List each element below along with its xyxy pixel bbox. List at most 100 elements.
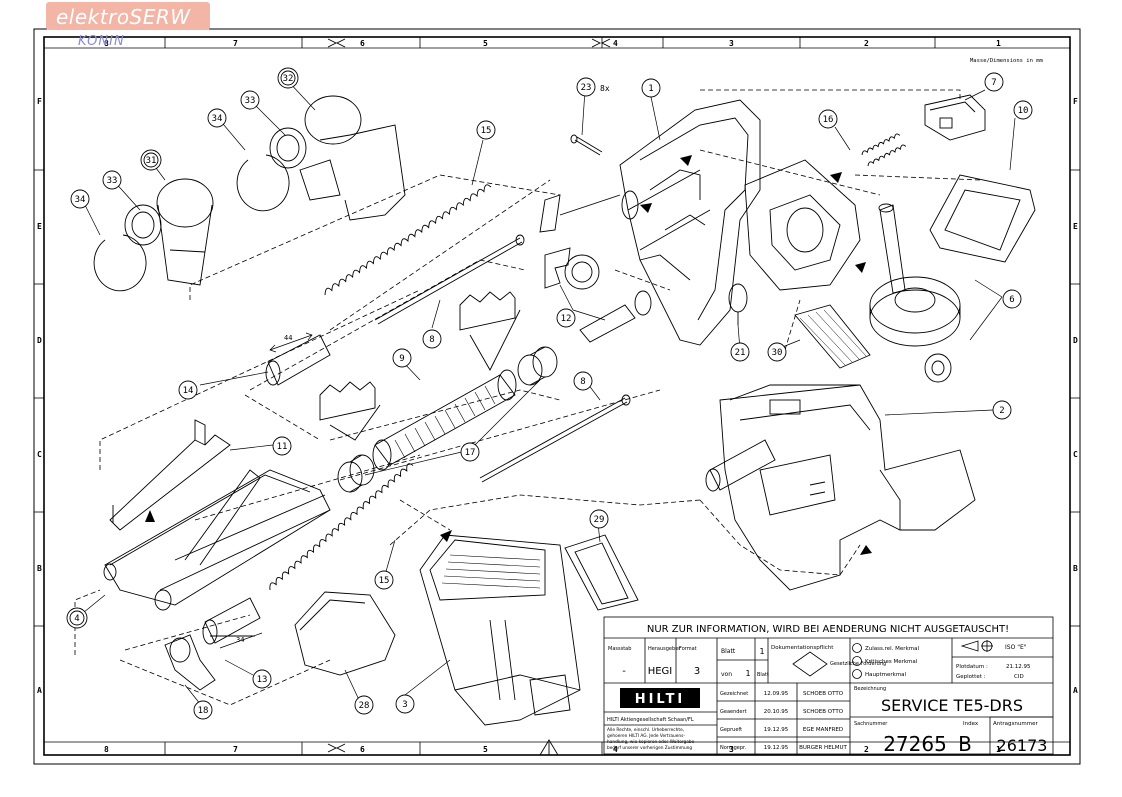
col-label-top: 3 [729, 39, 734, 48]
callout-number: 16 [823, 115, 834, 125]
callout-number: 12 [561, 314, 572, 324]
part-bushing [337, 346, 558, 493]
row-label-left: C [37, 450, 42, 459]
plotdatum-label: Plotdatum : [956, 664, 988, 670]
von-label: von [721, 671, 732, 678]
row-label-right: C [1073, 450, 1078, 459]
part-rod-lower [479, 394, 631, 483]
row-label-right: B [1073, 564, 1078, 573]
row-label-left: A [37, 686, 42, 695]
drawing-frame [33, 28, 1081, 765]
callout-number: 18 [198, 706, 209, 716]
part-clamp [164, 634, 216, 691]
col-label-bottom: 7 [233, 745, 238, 754]
callout-number: 1 [648, 84, 653, 94]
callout-number: 3 [402, 700, 407, 710]
row-label-right: E [1073, 222, 1078, 231]
part-collector-box [419, 534, 581, 726]
approval-label: Geaendert [720, 709, 747, 715]
plotdatum-value: 21.12.95 [1006, 664, 1031, 670]
part-fan-wheel [869, 203, 961, 383]
col-label-bottom: 2 [864, 745, 869, 754]
part-annotations: 8x 44 34 [236, 84, 610, 644]
part-housing [619, 99, 761, 346]
col-label-top: 6 [360, 39, 365, 48]
callout-numbers: 1 2 3 4 6 7 8 8 9 10 11 12 13 14 15 15 1… [74, 74, 1028, 716]
part-filter-frame [564, 534, 639, 611]
blatt-value: 1 [759, 647, 764, 656]
sachnummer-label: Sachnummer [854, 721, 888, 727]
iso-label: ISO "E" [1005, 644, 1027, 651]
callout-number: 4 [74, 614, 79, 624]
drawing-title: SERVICE TE5-DRS [881, 696, 1023, 715]
title-block: HILTI NUR ZUR INFORMATION, WIRD BEI AEND… [603, 616, 1054, 756]
units-note: Masse/Dimensions in mm [970, 58, 1044, 64]
callout-number: 34 [212, 114, 223, 124]
callout-number: 17 [465, 448, 476, 458]
col-label-top: 1 [996, 39, 1001, 48]
part-seal-profile [319, 291, 521, 441]
format-value: 3 [694, 666, 700, 677]
row-label-left: D [37, 336, 42, 345]
rights-line: handlung, wie kopieren oder Weitergabe [607, 739, 695, 745]
grid-labels: 8 7 6 5 4 3 2 1 8 7 6 5 4 3 2 1 F E D C … [37, 39, 1078, 754]
index-label: Index [963, 721, 979, 727]
parts-artwork [74, 89, 1036, 726]
part-base-rail [103, 419, 331, 611]
watermark-logo: elektroSERW [46, 2, 210, 30]
row-label-right: A [1073, 686, 1078, 695]
kritisch-label: Kritisches Merkmal [865, 659, 918, 665]
part-frame [929, 174, 1036, 263]
callout-number: 33 [107, 176, 118, 186]
part-lid [294, 591, 396, 676]
part-spring-lower [269, 463, 414, 591]
rights-line: gehoeren HILTI AG. Jede Vertrauens- [607, 733, 685, 739]
part-switch [924, 94, 986, 141]
col-label-top: 8 [104, 39, 109, 48]
index-value: B [958, 732, 972, 756]
dok-label: Dokumentationspflicht [771, 645, 834, 651]
callout-number: 15 [379, 576, 390, 586]
col-label-bottom: 4 [613, 745, 618, 754]
dimension-label: 34 [236, 636, 244, 644]
callout-number: 11 [277, 442, 288, 452]
part-small-spring [861, 133, 907, 167]
rights-line: Alle Rechte, einschl. Urheberrechte, [607, 727, 684, 733]
col-label-bottom: 8 [104, 745, 109, 754]
col-label-bottom: 5 [483, 745, 488, 754]
dimension-marks [219, 332, 313, 649]
row-label-left: E [37, 222, 42, 231]
watermark-title: elektroSERW [56, 5, 191, 29]
info-notice: NUR ZUR INFORMATION, WIRD BEI AENDERUNG … [647, 624, 1009, 635]
part-cover [744, 159, 861, 291]
hilti-logo-text: HILTI [635, 692, 686, 707]
part-spring-upper [324, 184, 492, 296]
geplottet-label: Geplottet : [956, 674, 986, 680]
geplottet-value: CID [1014, 674, 1024, 680]
part-dust-container [705, 384, 976, 591]
approval-date: 12.09.95 [764, 691, 789, 697]
callout-number: 10 [1018, 106, 1029, 116]
herausgeber-value: HEGI [648, 666, 673, 677]
row-label-left: B [37, 564, 42, 573]
callout-number: 13 [257, 675, 268, 685]
gesetzlich-label: Gesetzliche Forderung [830, 661, 886, 667]
row-label-right: D [1073, 336, 1078, 345]
col-label-bottom: 3 [729, 745, 734, 754]
approval-date: 19.12.95 [764, 727, 789, 733]
part-filter-insert [794, 304, 871, 369]
bezeichnung-label: Bezeichnung [854, 686, 886, 692]
callout-number: 32 [283, 74, 294, 84]
hilti-logo [620, 688, 700, 708]
part-tube [202, 334, 331, 645]
callout-number: 33 [245, 96, 256, 106]
col-label-bottom: 1 [996, 745, 1001, 754]
approval-name: EGE MANFRED [803, 727, 843, 733]
approval-name: SCHOEB OTTO [803, 709, 844, 715]
herausgeber-label: Herausgeber [648, 646, 681, 652]
blatt-label: Blatt [721, 648, 736, 655]
format-label: Format [679, 646, 697, 652]
part-seal [539, 190, 652, 343]
callout-number: 8 [580, 377, 585, 387]
quantity-note: 8x [600, 84, 610, 93]
